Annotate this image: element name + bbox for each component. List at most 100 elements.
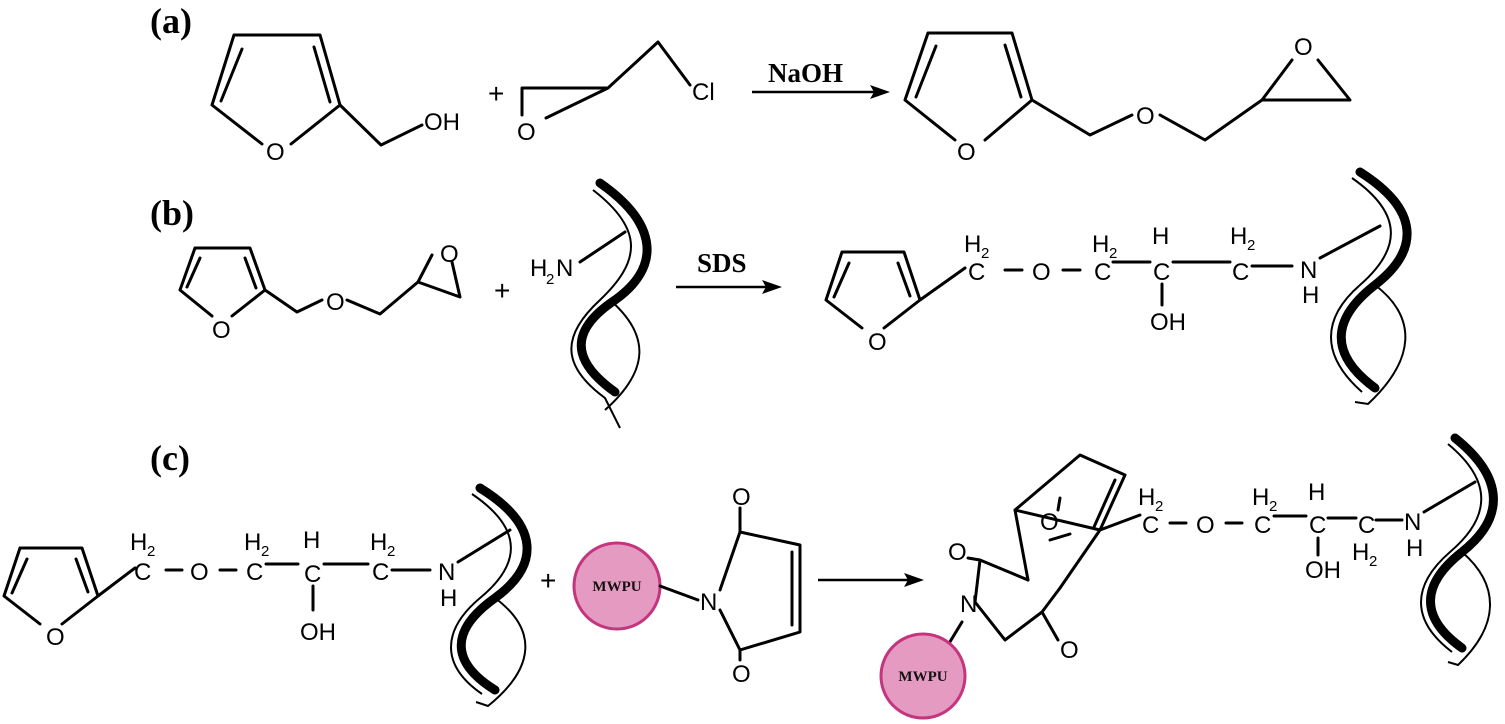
p-c1: C (1142, 512, 1159, 539)
p-c3: C (1309, 512, 1326, 539)
epoxide-bonds (520, 40, 692, 120)
h2-3-h: H (1230, 223, 1247, 250)
c-amine-h: H (440, 585, 457, 612)
product-b-ring-oxygen: O (868, 329, 887, 356)
p-ether-o: O (1196, 512, 1215, 539)
c-bond-n-strand (456, 528, 512, 564)
c-h2-1: H (130, 529, 147, 556)
amine-strand: H 2 N (530, 178, 652, 429)
arrowhead-b (762, 280, 782, 294)
p-h2-1: H (1138, 484, 1155, 511)
polymer-strand-b2 (1336, 167, 1412, 393)
arrowhead-c (904, 573, 924, 587)
polymer-strand-c2 (1426, 433, 1498, 653)
p-h2-2: H (1252, 484, 1269, 511)
mwpu-bead-product (879, 632, 967, 720)
c-ch-h: H (303, 527, 320, 554)
maleimide-o-bottom: O (732, 661, 751, 688)
panel-b-label: (b) (150, 193, 194, 233)
fge-small-ether-oxygen: O (326, 289, 345, 316)
plus-sign-b: + (494, 275, 510, 306)
diels-alder-adduct: O O N O MWPU H 2 C O H 2 C H C OH C H (879, 433, 1498, 720)
furfuryl-glycidyl-ether: O O O (903, 31, 1352, 166)
epoxide-oxygen: O (517, 119, 536, 146)
p-c2: C (1254, 512, 1271, 539)
oxanorbornene-bonds (1013, 453, 1127, 590)
imide-o-top: O (948, 539, 967, 566)
p-amine-h: H (1406, 535, 1423, 562)
sub-2-b: 2 (981, 245, 989, 262)
mwpu-label: MWPU (592, 579, 641, 595)
sub-2-j: 2 (1369, 553, 1377, 570)
polymer-strand-c2-outline (1420, 443, 1491, 667)
c-1: C (968, 259, 985, 286)
c-4: C (1232, 259, 1249, 286)
amine-n-b: N (1300, 257, 1317, 284)
panel-a: (a) O OH + O Cl NaOH O O O (150, 1, 1352, 166)
ether-oxygen: O (1136, 103, 1155, 130)
polymer-strand-b1 (576, 178, 652, 397)
polymer-strand-c1 (456, 483, 532, 695)
fge-small-ring-oxygen: O (212, 317, 231, 344)
product-b-furan (824, 250, 967, 330)
amine-bond (578, 230, 627, 264)
sub-2-i: 2 (1269, 498, 1277, 515)
c-amine-n: N (438, 559, 455, 586)
polymer-strand-b2-outline (1330, 177, 1407, 406)
maleimide-n: N (700, 589, 717, 616)
product-a-bonds (903, 31, 1352, 142)
c-h2-2: H (244, 529, 261, 556)
p-hydroxyl: OH (1305, 557, 1341, 584)
chlorine: Cl (692, 79, 715, 106)
c-c4: C (372, 559, 389, 586)
panel-c: (c) O H 2 C O H 2 C H C OH H 2 C N H (2, 433, 1498, 720)
ch-h: H (1152, 223, 1169, 250)
epichlorohydrin: O Cl (517, 40, 715, 146)
sub-2-h: 2 (1155, 498, 1163, 515)
amine-h-b: H (1302, 282, 1319, 309)
mwpu-maleimide: MWPU N O O (572, 484, 802, 688)
panel-c-label: (c) (150, 438, 190, 478)
imide-ring (966, 556, 1062, 642)
polymer-strand-b1-outline (570, 189, 641, 429)
panel-b: (b) O O O + H 2 N SDS O H 2 C (150, 167, 1412, 429)
bridgehead-chain-bond (1098, 513, 1142, 532)
sub-2-a: 2 (546, 271, 554, 288)
sub-2-d: 2 (1247, 237, 1255, 254)
product-a-epoxide-oxygen: O (1294, 34, 1313, 61)
polymer-strand-c1-outline (450, 493, 527, 708)
c-c1: C (134, 559, 151, 586)
p-amine-n: N (1404, 509, 1421, 536)
c-3: C (1153, 259, 1170, 286)
imide-n: N (960, 591, 977, 618)
p-bond-n-strand (1422, 480, 1477, 514)
c-ring-oxygen: O (46, 624, 65, 651)
reagent-sds: SDS (697, 248, 747, 278)
amine-h: H (530, 255, 547, 282)
product-b: O H 2 C O H 2 C H C OH H 2 C N H (824, 167, 1412, 406)
fge-small-bonds (178, 246, 462, 318)
imide-o-bottom: O (1060, 637, 1079, 664)
c-furan (2, 546, 137, 626)
p-h2-3: H (1352, 539, 1369, 566)
panel-a-label: (a) (150, 1, 192, 41)
ch2-bond (338, 103, 424, 147)
plus-sign-c: + (540, 565, 556, 596)
maleimide-o-top: O (732, 484, 751, 511)
bridge-oxygen: O (1040, 509, 1059, 536)
bead-n-bond (658, 584, 700, 602)
c-hydroxyl: OH (300, 619, 336, 646)
hydroxyl: OH (424, 109, 460, 136)
reagent-naoh: NaOH (768, 58, 843, 88)
c-c3: C (304, 561, 321, 588)
c-ether-o: O (190, 559, 209, 586)
p-c4: C (1358, 512, 1375, 539)
p-ch-h: H (1308, 479, 1325, 506)
c-h2-3: H (370, 529, 387, 556)
bond-n-strand (1318, 224, 1382, 260)
hydroxyl-b: OH (1150, 309, 1186, 336)
arrowhead-a (870, 85, 890, 99)
fge-small: O O O (178, 241, 462, 344)
ether-o-b: O (1032, 259, 1051, 286)
